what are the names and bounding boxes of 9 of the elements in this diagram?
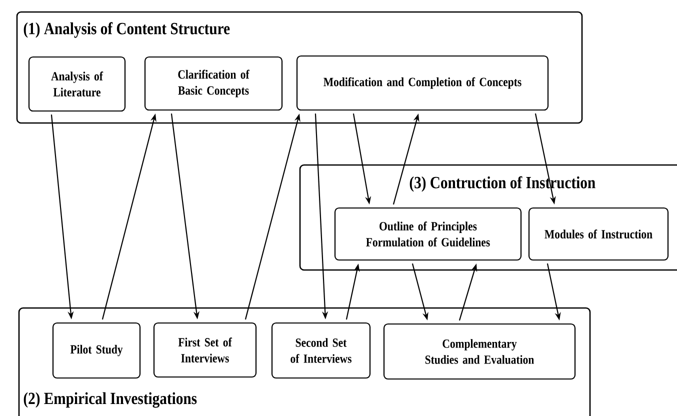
process-box: Complementary Studies and Evaluation bbox=[383, 323, 576, 380]
process-box: First Set of Interviews bbox=[153, 322, 257, 378]
process-box: Modification and Completion of Concepts bbox=[296, 55, 549, 111]
process-box: Clarification of Basic Concepts bbox=[144, 56, 283, 111]
process-box: Second Set of Interviews bbox=[271, 322, 371, 379]
process-box: Pilot Study bbox=[52, 322, 141, 379]
process-box: Modules of Instruction bbox=[528, 207, 669, 261]
process-box: Outline of Principles Formulation of Guidelines bbox=[334, 207, 522, 261]
process-box: Analysis of Literature bbox=[28, 56, 126, 112]
